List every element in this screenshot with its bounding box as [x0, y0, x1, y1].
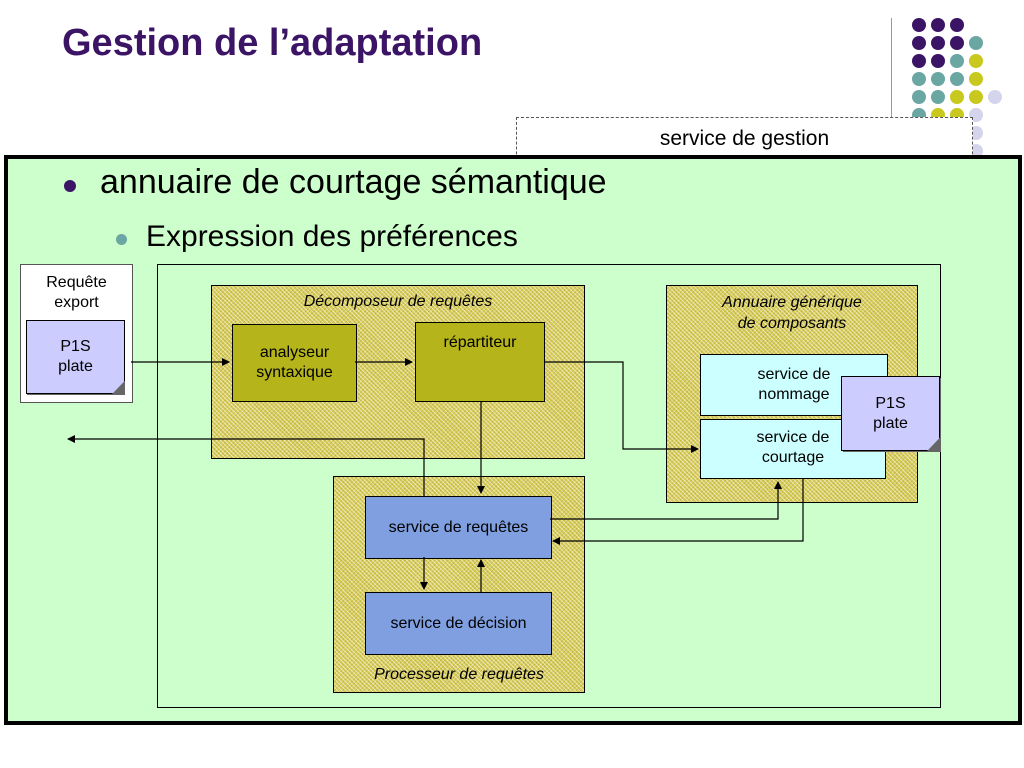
directory-title-line2: de composants — [737, 314, 847, 332]
arrow-dispatcher-to-brokering — [545, 361, 699, 453]
dot — [912, 54, 926, 68]
dispatcher-box: répartiteur — [415, 322, 545, 402]
doc-line2: plate — [58, 358, 93, 375]
query-service-box: service de requêtes — [365, 496, 552, 559]
dot — [950, 54, 964, 68]
dot — [969, 72, 983, 86]
dot — [912, 36, 926, 50]
dot — [969, 36, 983, 50]
arrow-brokering-to-query — [552, 479, 804, 545]
parser-line1: analyseur — [259, 344, 330, 361]
brokering-line1: service de — [756, 429, 830, 446]
page-title: Gestion de l’adaptation — [62, 22, 483, 64]
directory-title-line1: Annuaire générique — [722, 294, 862, 311]
doc-line1: P1S — [875, 394, 906, 412]
bullet-dot-level1 — [64, 180, 76, 192]
dot — [950, 36, 964, 50]
doc-line1: P1S — [60, 338, 91, 355]
dot — [969, 54, 983, 68]
request-label-line2: export — [54, 294, 99, 311]
dot — [912, 18, 926, 32]
decision-service-box: service de décision — [365, 592, 552, 655]
dot — [931, 36, 945, 50]
dot — [988, 90, 1002, 104]
decision-service-label: service de décision — [390, 614, 527, 632]
p1s-document-directory: P1S plate — [841, 376, 940, 451]
dot — [912, 72, 926, 86]
dot — [950, 18, 964, 32]
parser-line2: syntaxique — [256, 364, 333, 381]
bullet-level2: Expression des préférences — [146, 220, 518, 253]
query-service-label: service de requêtes — [388, 518, 529, 536]
bullet-level1: annuaire de courtage sémantique — [100, 163, 607, 201]
processor-title: Processeur de requêtes — [374, 666, 544, 683]
decomposer-title: Décomposeur de requêtes — [303, 293, 493, 310]
service-gestion-label: service de gestion — [659, 127, 830, 150]
dot — [931, 72, 945, 86]
naming-line2: nommage — [758, 386, 830, 403]
directory-title: Annuaire générique de composants — [666, 293, 918, 335]
parser-box: analyseur syntaxique — [232, 324, 357, 402]
naming-line1: service de — [757, 366, 831, 383]
divider-line — [891, 18, 892, 168]
dot — [969, 90, 983, 104]
dot — [931, 18, 945, 32]
dot — [950, 72, 964, 86]
dot — [912, 90, 926, 104]
doc-line2: plate — [873, 414, 908, 432]
dot — [950, 90, 964, 104]
bullet-dot-level2 — [116, 234, 127, 245]
brokering-line2: courtage — [761, 449, 825, 466]
arrow-query-to-output — [67, 435, 425, 496]
dispatcher-label: répartiteur — [443, 334, 517, 351]
dot — [931, 90, 945, 104]
request-label-line1: Requête — [46, 274, 107, 291]
p1s-document-request: P1S plate — [26, 320, 125, 394]
arrow-query-to-brokering — [550, 481, 782, 520]
dot — [931, 54, 945, 68]
